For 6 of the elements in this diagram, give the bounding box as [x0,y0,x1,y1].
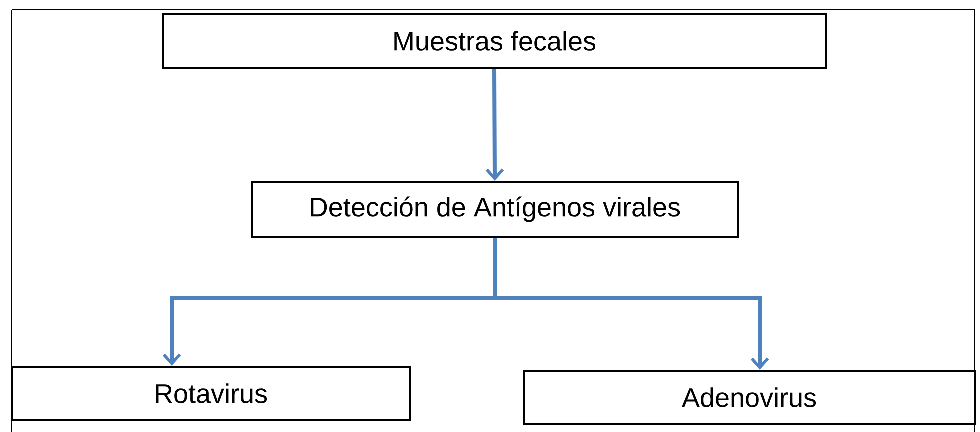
process-box: Detección de Antígenos virales [251,181,739,238]
arrow [493,238,770,370]
process-box: Adenovirus [523,370,976,425]
process-box: Rotavirus [11,366,411,421]
process-box: Muestras fecales [162,13,827,69]
arrow [486,69,504,181]
